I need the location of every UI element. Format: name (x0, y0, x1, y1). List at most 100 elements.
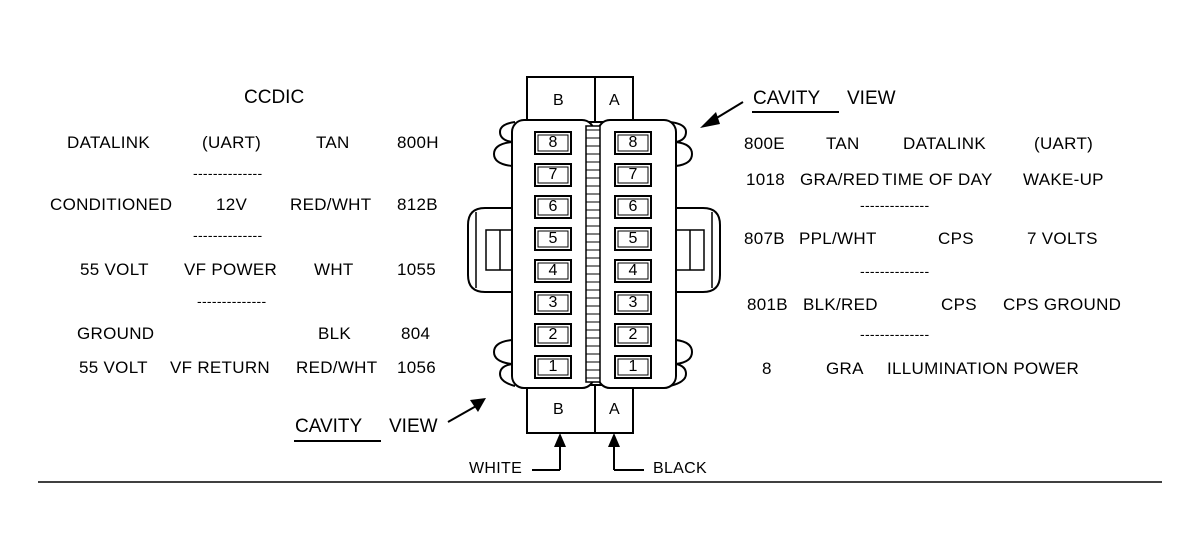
left-rib-top (492, 121, 516, 167)
left-row-1-circuit: 800H (397, 133, 439, 152)
pin-number-a-4: 4 (628, 262, 638, 279)
right-row-1-c4: (UART) (1034, 134, 1094, 153)
side-b-top-label: B (553, 92, 564, 109)
pin-number-a-5: 5 (628, 230, 638, 247)
cavity-bottom-arrowhead (470, 398, 486, 412)
right-row-4-c3: CPS (941, 295, 977, 314)
pin-cavity-inner-a-7 (617, 166, 649, 184)
center-channel (585, 125, 601, 383)
pin-cavity-inner-b-7 (537, 166, 569, 184)
pin-number-a-3: 3 (628, 294, 638, 311)
pin-cavity-b-4 (534, 259, 572, 283)
right-rib-bottom (669, 339, 694, 387)
right-row-2-c4: WAKE-UP (1023, 170, 1104, 189)
right-row-5-c3: ILLUMINATION POWER (887, 359, 1080, 378)
left-row-4-color: BLK (318, 324, 352, 343)
pin-number-a-8: 8 (628, 134, 638, 151)
side-b-bottom-label: B (553, 401, 564, 418)
pin-cavity-a-1 (614, 355, 652, 379)
pin-cavity-a-8 (614, 131, 652, 155)
pin-cavity-inner-b-3 (537, 294, 569, 312)
right-row-1-c3: DATALINK (903, 134, 987, 153)
left-row-5-circuit: 1056 (397, 358, 437, 377)
left-row-2-name: CONDITIONED (50, 195, 173, 214)
pins-a (614, 131, 652, 379)
right-row-3-c4: 7 VOLTS (1027, 229, 1098, 248)
pin-cavity-inner-a-5 (617, 230, 649, 248)
pin-cavity-inner-a-2 (617, 326, 649, 344)
pin-cavity-inner-b-4 (537, 262, 569, 280)
pin-number-b-6: 6 (548, 198, 558, 215)
side-a-top-label: A (609, 92, 620, 109)
pins-b (534, 131, 572, 379)
pin-cavity-inner-b-8 (537, 134, 569, 152)
left-row-4-name: GROUND (77, 324, 155, 343)
cavity-bottom-arrow-line (447, 404, 479, 423)
cavity-view-bottom-word1: CAVITY (295, 416, 363, 437)
left-row-3-color: WHT (314, 260, 354, 279)
right-row-1-color: TAN (826, 134, 860, 153)
right-row-3-color: PPL/WHT (799, 229, 877, 248)
left-row-5-name: 55 VOLT (79, 358, 148, 377)
top-tab-a (594, 76, 634, 123)
pin-number-b-3: 3 (548, 294, 558, 311)
pin-number-b-2: 2 (548, 326, 558, 343)
right-row-4-circuit: 801B (747, 295, 788, 314)
left-dash-3: -------------- (197, 293, 267, 309)
right-row-1-circuit: 800E (744, 134, 785, 153)
left-row-2-circuit: 812B (397, 195, 438, 214)
right-row-2-color: GRA/RED (800, 170, 880, 189)
channel-ticks (586, 129, 600, 379)
pin-cavity-inner-a-3 (617, 294, 649, 312)
cavity-view-top-word1: CAVITY (753, 88, 821, 109)
pin-number-b-7: 7 (548, 166, 558, 183)
pin-cavity-a-3 (614, 291, 652, 315)
pin-number-a-7: 7 (628, 166, 638, 183)
pin-cavity-b-2 (534, 323, 572, 347)
cavity-view-top-word2: VIEW (847, 88, 896, 109)
right-rib-top (669, 121, 694, 167)
right-row-4-c4: CPS GROUND (1003, 295, 1122, 314)
pin-cavity-a-2 (614, 323, 652, 347)
pin-number-a-6: 6 (628, 198, 638, 215)
pin-cavity-a-6 (614, 195, 652, 219)
right-row-3-c3: CPS (938, 229, 974, 248)
right-row-5-circuit: 8 (762, 359, 772, 378)
left-row-4-circuit: 804 (401, 324, 431, 343)
pin-cavity-inner-b-6 (537, 198, 569, 216)
pin-cavity-b-3 (534, 291, 572, 315)
left-row-3-col2: VF POWER (184, 260, 278, 279)
pin-cavity-inner-a-1 (617, 358, 649, 376)
left-row-2-col2: 12V (216, 195, 248, 214)
black-arrow (608, 433, 644, 471)
pin-cavity-b-5 (534, 227, 572, 251)
right-row-2-c3: TIME OF DAY (882, 170, 993, 189)
cavity-view-bottom-word2: VIEW (389, 416, 438, 437)
pin-cavity-b-1 (534, 355, 572, 379)
side-a-bottom-label: A (609, 401, 620, 418)
pin-cavity-inner-a-6 (617, 198, 649, 216)
right-row-4-color: BLK/RED (803, 295, 878, 314)
left-dash-2: -------------- (193, 227, 263, 243)
left-dash-1: -------------- (193, 165, 263, 181)
pin-cavity-a-7 (614, 163, 652, 187)
pin-number-b-4: 4 (548, 262, 558, 279)
pin-cavity-a-4 (614, 259, 652, 283)
pin-cavity-inner-b-2 (537, 326, 569, 344)
pin-number-b-1: 1 (548, 358, 558, 375)
left-row-5-color: RED/WHT (296, 358, 378, 377)
left-row-5-col2: VF RETURN (170, 358, 270, 377)
body-a (597, 119, 677, 389)
pin-number-b-5: 5 (548, 230, 558, 247)
right-row-5-color: GRA (826, 359, 864, 378)
left-row-2-color: RED/WHT (290, 195, 372, 214)
pin-cavity-inner-a-4 (617, 262, 649, 280)
black-label: BLACK (653, 460, 707, 477)
left-row-1-color: TAN (316, 133, 350, 152)
right-row-3-circuit: 807B (744, 229, 785, 248)
pin-cavity-b-8 (534, 131, 572, 155)
pin-cavity-inner-b-1 (537, 358, 569, 376)
ccdic-title: CCDIC (244, 87, 305, 108)
left-rib-bottom (492, 339, 516, 387)
